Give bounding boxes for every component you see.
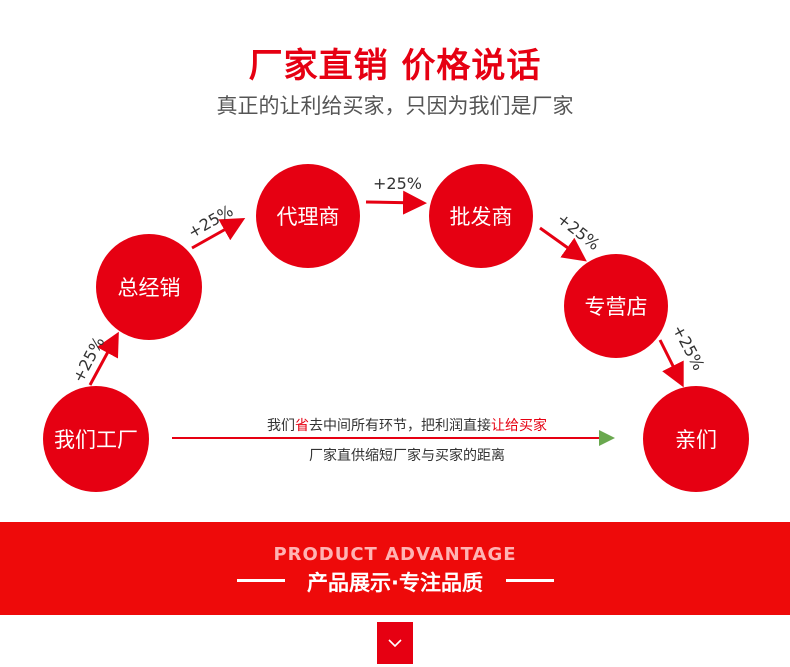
arrow-store-to-customer <box>658 339 684 388</box>
node-factory: 我们工厂 <box>43 386 149 492</box>
chevron-down-icon <box>388 639 402 648</box>
node-customer-label: 亲们 <box>675 428 717 452</box>
scroll-down-button[interactable] <box>377 622 413 664</box>
markup-label-3: +25% <box>373 174 422 193</box>
arrow-wholesaler-to-store <box>539 226 587 262</box>
savings-note-highlight-save: 省 <box>295 418 309 434</box>
savings-note-highlight-buyer: 让给买家 <box>491 418 547 434</box>
node-distributor: 总经销 <box>96 234 202 340</box>
banner-english-title: PRODUCT ADVANTAGE <box>273 544 517 565</box>
flow-arrows <box>88 190 684 446</box>
savings-note-part1: 我们 <box>267 418 295 434</box>
page-title: 厂家直销 价格说话 <box>248 46 542 86</box>
node-agent-label: 代理商 <box>276 205 340 229</box>
savings-note-line2: 厂家直供缩短厂家与买家的距离 <box>309 448 505 464</box>
page-subtitle: 真正的让利给买家，只因为我们是厂家 <box>216 94 574 118</box>
banner-divider-left <box>237 579 285 582</box>
product-advantage-banner: PRODUCT ADVANTAGE 产品展示·专注品质 <box>0 522 790 615</box>
node-store: 专营店 <box>564 254 668 358</box>
node-wholesaler-label: 批发商 <box>449 205 513 229</box>
node-wholesaler: 批发商 <box>429 164 533 268</box>
arrow-distributor-to-agent <box>191 218 246 250</box>
savings-note-part3: 去中间所有环节，把利润直接 <box>309 418 491 434</box>
node-store-label: 专营店 <box>584 295 648 319</box>
arrow-agent-to-wholesaler <box>365 190 427 215</box>
node-distributor-label: 总经销 <box>117 276 181 300</box>
savings-note: 我们省去中间所有环节，把利润直接让给买家 <box>172 415 642 435</box>
node-agent: 代理商 <box>256 164 360 268</box>
banner-divider-right <box>506 579 554 582</box>
arrow-factory-to-distributor <box>88 331 119 386</box>
banner-chinese-title: 产品展示·专注品质 <box>307 571 483 595</box>
node-customer: 亲们 <box>643 386 749 492</box>
node-factory-label: 我们工厂 <box>54 428 138 452</box>
